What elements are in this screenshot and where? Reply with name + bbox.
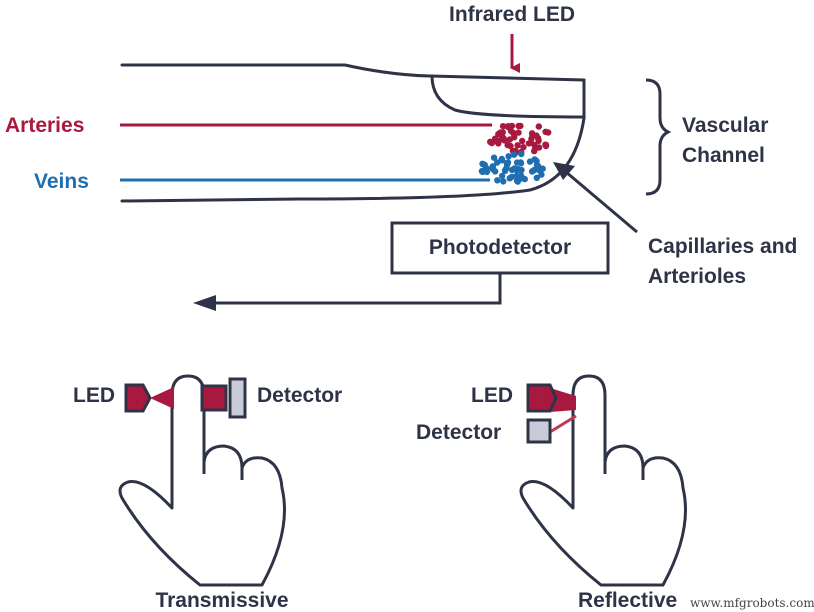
artery-dot	[528, 130, 536, 137]
finger-top-edge	[120, 63, 586, 82]
artery-dot	[542, 128, 549, 135]
artery-dot	[497, 129, 504, 136]
artery-dot	[514, 142, 521, 149]
artery-dot	[542, 142, 550, 150]
vein-dot	[494, 159, 501, 166]
vein-dot	[518, 150, 525, 158]
vein-dot	[517, 159, 524, 166]
photodetector-box	[390, 221, 610, 275]
artery-dot	[535, 144, 543, 151]
vein-dot	[505, 153, 512, 160]
vein-dot	[533, 162, 541, 169]
light-beam-left	[150, 387, 174, 409]
finger-cross-section	[120, 63, 586, 203]
detector-left	[228, 377, 247, 419]
vein-dot	[530, 166, 538, 174]
finger-bottom-edge	[120, 78, 586, 203]
artery-dot	[535, 135, 542, 142]
light-beam-right	[550, 388, 576, 412]
vein-dot	[513, 177, 521, 184]
capillary-dots	[478, 122, 552, 185]
vein-dot	[490, 154, 498, 161]
vein-dot	[494, 177, 501, 184]
detector-right-label: Detector	[416, 421, 501, 444]
vascular-label-line2: Channel	[682, 144, 765, 167]
vein-dot	[502, 166, 509, 173]
led-emitter-left	[124, 383, 152, 413]
artery-dot	[511, 134, 518, 141]
vein-dot	[521, 175, 528, 183]
photodetector-output-line	[212, 273, 502, 305]
watermark: www.mfgrobots.com	[690, 596, 814, 610]
artery-dot	[508, 122, 516, 130]
arteries-label: Arteries	[5, 114, 84, 137]
vein-dot	[531, 156, 538, 163]
vascular-brace	[645, 78, 672, 196]
vein-dot	[500, 178, 507, 185]
vascular-label-line1: Vascular	[682, 114, 768, 137]
transmissive-label: Transmissive	[155, 589, 288, 612]
vein-dot	[498, 172, 506, 180]
detector-right	[526, 418, 552, 444]
veins-label: Veins	[34, 170, 89, 193]
artery-dot	[520, 144, 527, 151]
watermark-bg	[683, 593, 814, 612]
vein-dot	[510, 151, 518, 158]
hand-outline-reflective	[519, 374, 687, 587]
artery-dot	[487, 138, 494, 145]
artery-dot	[499, 123, 507, 130]
artery-dot	[500, 136, 507, 143]
capillaries-label-line1: Capillaries and	[648, 235, 797, 258]
capillaries-pointer-line	[565, 170, 638, 234]
vein-dot	[498, 157, 506, 164]
led-left-label: LED	[73, 384, 115, 407]
vein-dot	[508, 166, 516, 174]
artery-dot	[507, 142, 514, 150]
reflected-light	[549, 414, 577, 434]
artery-dot	[528, 135, 535, 143]
photodetector-label: Photodetector	[429, 236, 571, 259]
artery-dot	[535, 123, 542, 130]
artery-dot	[519, 137, 526, 145]
fingernail	[430, 74, 586, 119]
output-arrow-head	[193, 295, 216, 311]
artery-dot	[515, 129, 522, 136]
vein-dot	[533, 174, 540, 181]
artery-dot	[515, 122, 522, 130]
transmitted-light	[200, 384, 228, 412]
vein-dot	[504, 159, 512, 166]
artery-dot	[495, 137, 502, 145]
vein-dot	[479, 160, 486, 167]
led-emitter-right	[526, 383, 558, 413]
reflective-label: Reflective	[578, 589, 677, 612]
detector-left-label: Detector	[257, 384, 342, 407]
vein-dot	[488, 164, 496, 172]
led-right-label: LED	[471, 384, 513, 407]
vein-dot	[508, 173, 515, 181]
vein-dot	[478, 167, 486, 175]
reflective-hand	[519, 374, 687, 587]
capillaries-pointer-head	[553, 162, 575, 180]
infrared-led-label: Infrared LED	[449, 3, 575, 26]
vein-dot	[518, 166, 525, 174]
capillaries-label-line2: Arterioles	[648, 265, 746, 288]
